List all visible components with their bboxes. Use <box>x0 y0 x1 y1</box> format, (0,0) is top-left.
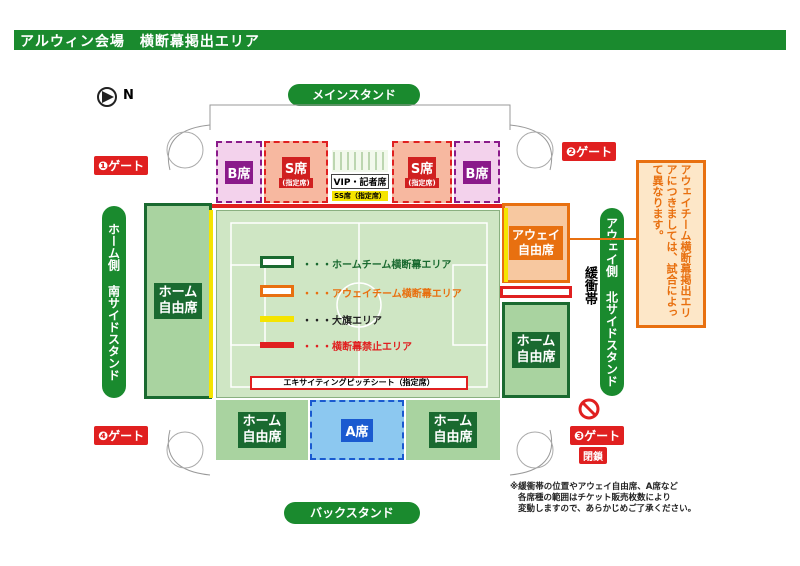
buffer-zone-text: 緩衝帯 <box>582 266 597 305</box>
legend-home-swatch <box>260 256 294 268</box>
seat-s-right-label: S席 <box>407 156 437 178</box>
home-back-left-area: ホーム 自由席 <box>216 400 308 460</box>
seat-b-right: B席 <box>454 141 500 203</box>
callout-connector <box>570 238 638 240</box>
compass: N <box>96 86 140 108</box>
legend: ・・・ホームチーム横断幕エリア ・・・アウェイチーム横断幕エリア ・・・大旗エリ… <box>260 252 500 362</box>
gate-2-label: ❷ゲート <box>562 142 617 161</box>
legend-home-text: ・・・ホームチーム横断幕エリア <box>302 260 452 271</box>
exciting-pitch-seat: エキサイティングピッチシート（指定席） <box>250 376 468 390</box>
flag-area-north <box>504 208 508 282</box>
vip-area-lines <box>332 150 388 172</box>
title-bar: アルウィン会場 横断幕掲出エリア <box>14 30 786 50</box>
footnote: ※緩衝帯の位置やアウェイ自由席、A席など 各席種の範囲はチケット販売枚数により … <box>510 482 750 515</box>
home-north-area: ホーム 自由席 <box>502 302 570 398</box>
home-south-label: ホーム 自由席 <box>154 283 202 319</box>
seat-s-right: S席 (指定席) <box>392 141 452 203</box>
away-free-area: アウェイ 自由席 <box>502 203 570 283</box>
ban-area-main <box>212 204 504 208</box>
gate-3-label: ❸ゲート <box>570 426 625 445</box>
seat-b-left: B席 <box>216 141 262 203</box>
seat-s-left-sub: (指定席) <box>279 177 313 188</box>
main-stand-label: メインスタンド <box>288 84 420 106</box>
no-entry-icon <box>578 398 600 420</box>
flag-area-south <box>209 210 213 398</box>
seat-vip: VIP・記者席 SS席（指定席） <box>330 141 390 203</box>
seat-vip-label: VIP・記者席 <box>330 174 390 189</box>
footnote-line-3: 変動しますので、あらかじめご了承ください。 <box>518 504 697 514</box>
seat-b-right-label: B席 <box>462 160 492 184</box>
legend-away-swatch <box>260 285 294 297</box>
exciting-pitch-seat-label: エキサイティングピッチシート（指定席） <box>283 378 435 387</box>
home-back-right-label: ホーム 自由席 <box>429 412 477 448</box>
legend-ban-swatch <box>260 342 294 348</box>
home-back-left-label: ホーム 自由席 <box>238 412 286 448</box>
home-south-area: ホーム 自由席 <box>144 203 212 399</box>
pitch-lines <box>230 222 488 388</box>
away-callout: アウェイチーム横断幕掲出エリアにつきましては、試合によって異なります。 <box>636 160 706 328</box>
away-free-label: アウェイ 自由席 <box>508 226 563 260</box>
home-north-label: ホーム 自由席 <box>512 332 560 368</box>
buffer-zone-label: 緩衝帯 <box>580 266 600 326</box>
pitch <box>216 210 500 398</box>
seat-b-left-label: B席 <box>224 160 254 184</box>
gate-1-label: ❶ゲート <box>94 156 149 175</box>
legend-away-text: ・・・アウェイチーム横断幕エリア <box>302 289 462 300</box>
gate-4-label: ❹ゲート <box>94 426 149 445</box>
away-callout-text: アウェイチーム横断幕掲出エリアにつきましては、試合によって異なります。 <box>651 164 692 318</box>
page-title: アルウィン会場 横断幕掲出エリア <box>20 34 260 50</box>
back-stand-label: バックスタンド <box>284 502 420 524</box>
seat-s-left: S席 (指定席) <box>264 141 328 203</box>
seat-s-left-label: S席 <box>281 156 311 178</box>
a-seat-label: A席 <box>341 418 373 442</box>
compass-label: N <box>123 88 134 103</box>
legend-flag-swatch <box>260 316 294 322</box>
stadium-outline <box>166 104 554 476</box>
legend-ban-text: ・・・横断幕禁止エリア <box>302 342 412 353</box>
a-seat-area: A席 <box>310 400 404 460</box>
home-south-stand-label: ホーム側 南サイドスタンド <box>102 206 126 398</box>
seat-ss-label: SS席（指定席） <box>332 191 388 201</box>
ban-area-north <box>500 286 572 298</box>
seat-s-right-sub: (指定席) <box>405 177 439 188</box>
closed-label: 閉鎖 <box>579 447 607 464</box>
legend-flag-text: ・・・大旗エリア <box>302 316 382 327</box>
home-back-right-area: ホーム 自由席 <box>406 400 500 460</box>
compass-arrow-icon <box>97 87 117 107</box>
footnote-line-1: ※緩衝帯の位置やアウェイ自由席、A席など <box>510 482 678 492</box>
footnote-line-2: 各席種の範囲はチケット販売枚数により <box>518 493 671 503</box>
